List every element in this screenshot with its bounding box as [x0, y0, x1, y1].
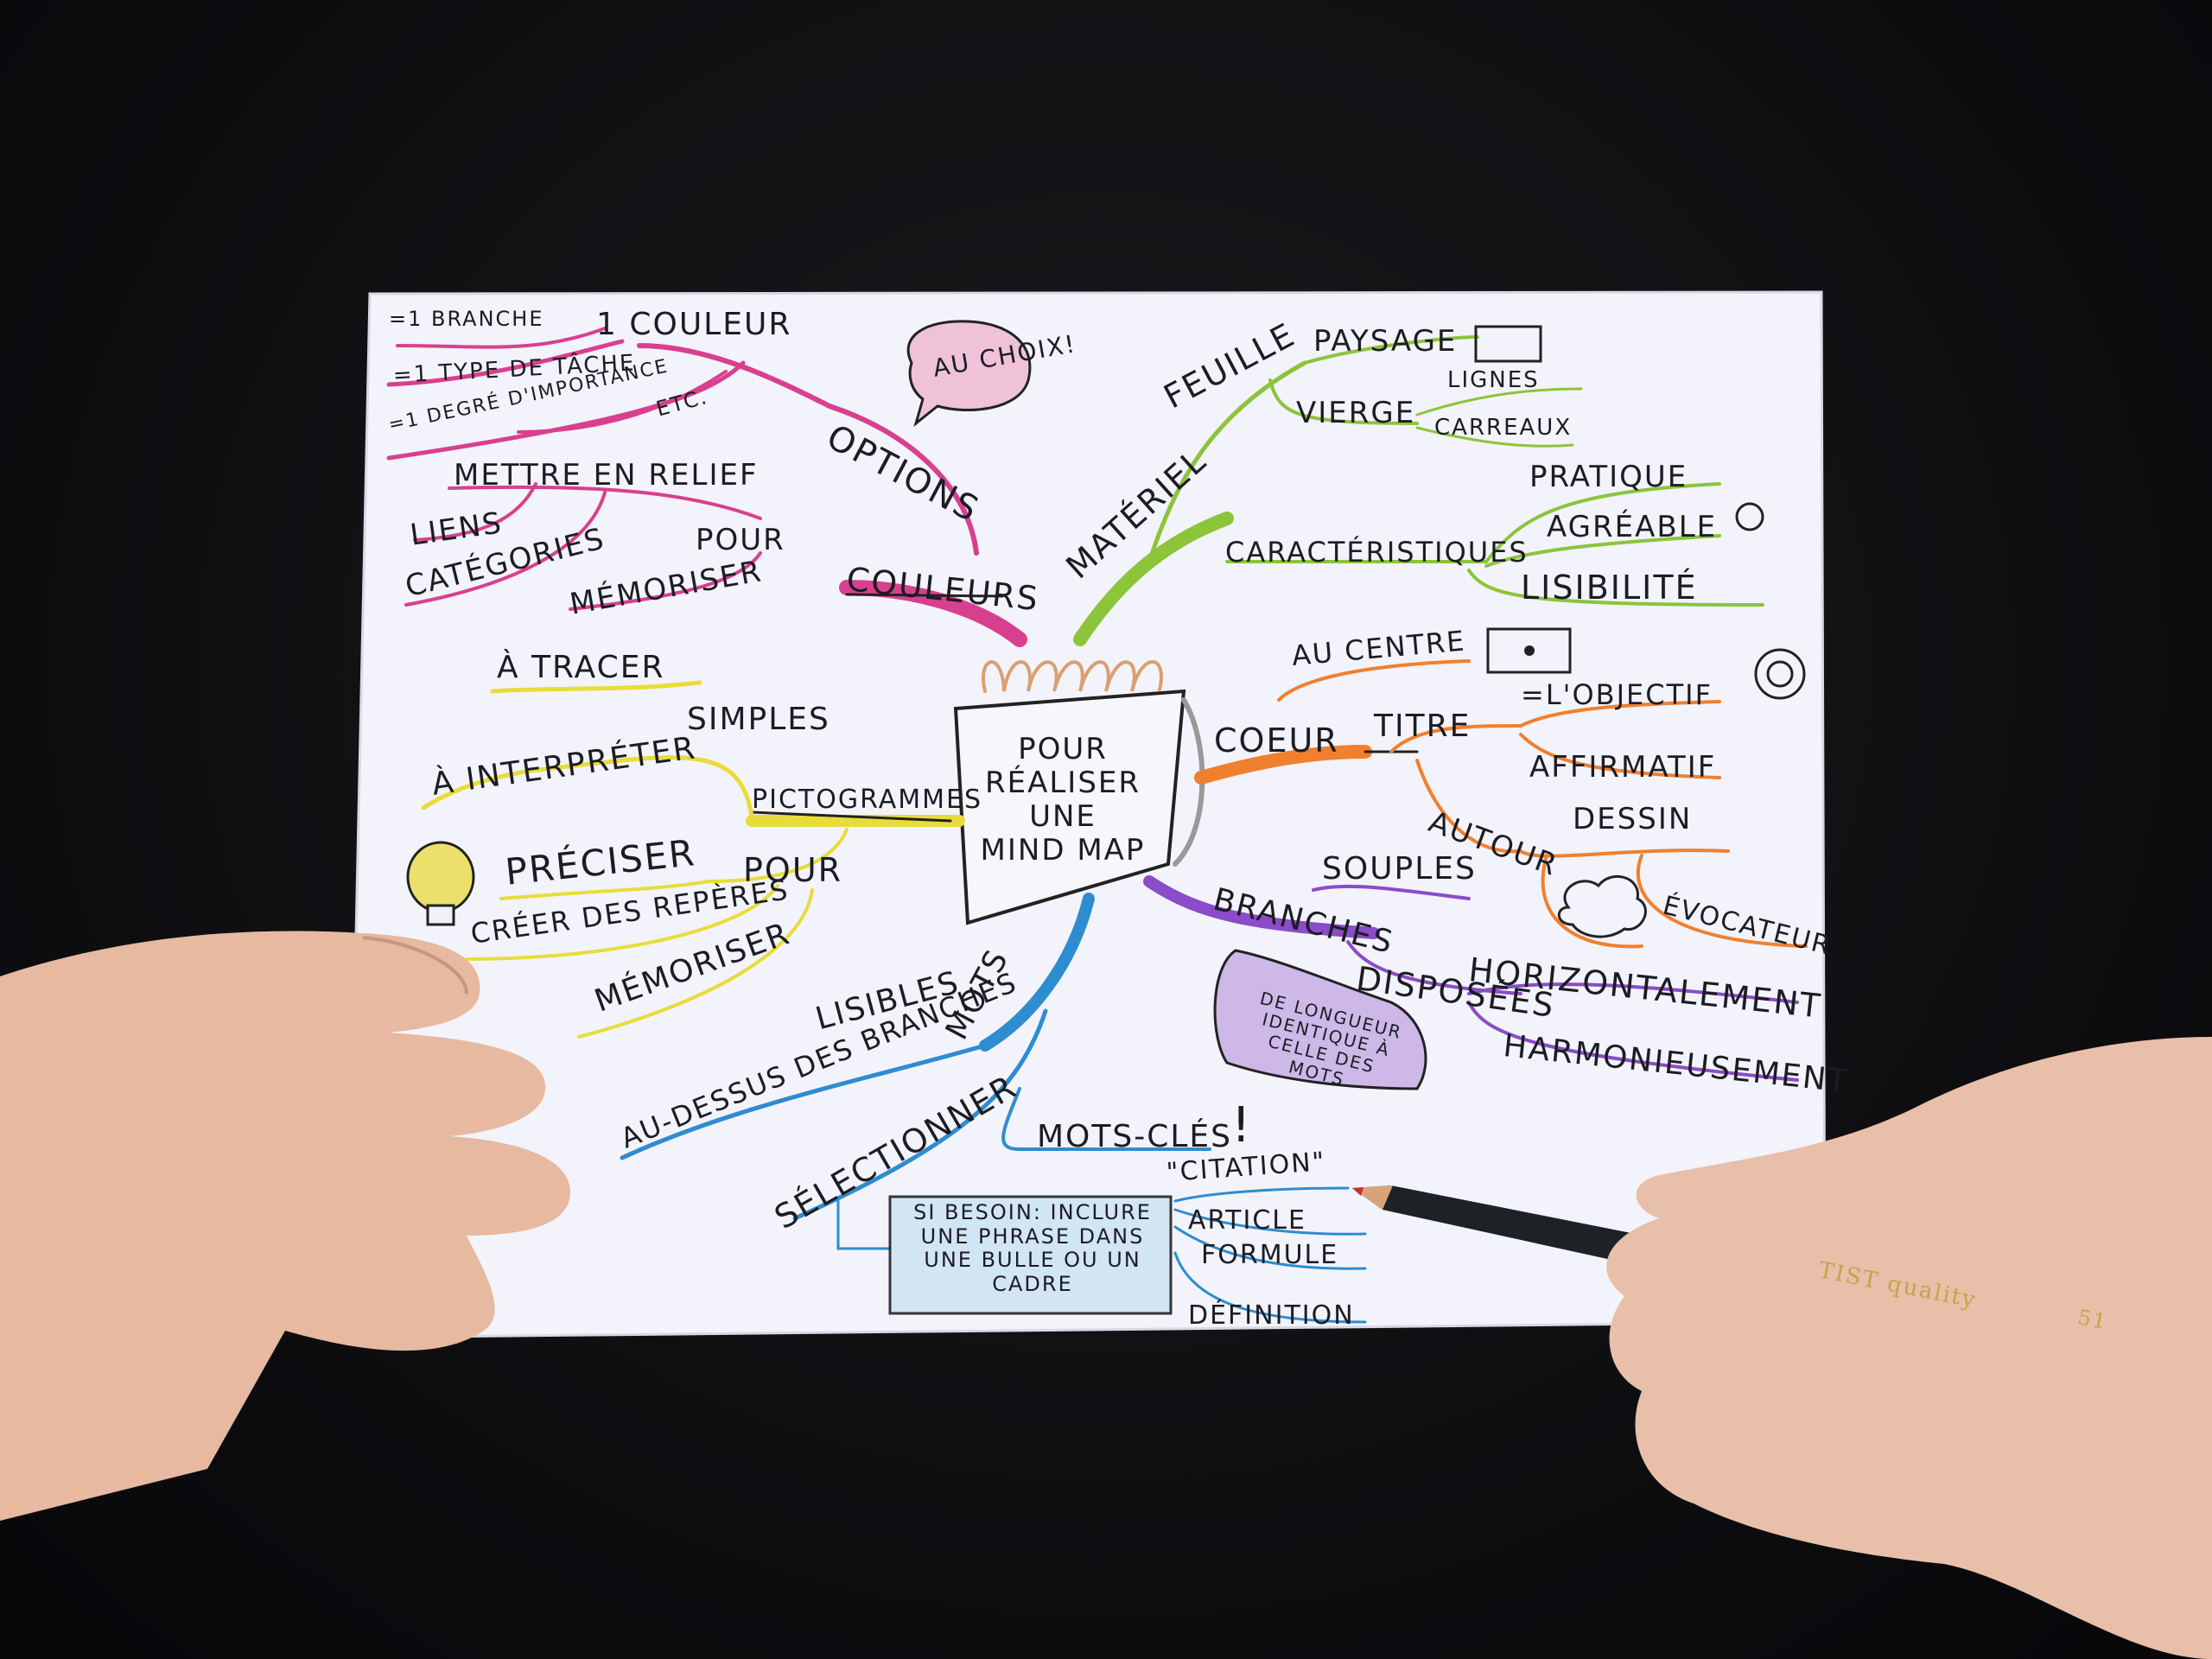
branch-materiel	[1073, 512, 1234, 646]
label-article: ARTICLE	[1188, 1205, 1306, 1236]
branch-mots	[979, 893, 1095, 1052]
label-definition: DÉFINITION	[1188, 1300, 1355, 1331]
label-pratique: PRATIQUE	[1529, 460, 1688, 494]
label-agreable: AGRÉABLE	[1547, 510, 1718, 544]
label-mots-cles: MOTS-CLÉS	[1037, 1119, 1233, 1154]
label-paysage: PAYSAGE	[1313, 324, 1458, 359]
label-1-branche: =1 BRANCHE	[389, 307, 544, 331]
label-mettre-en-relief: METTRE EN RELIEF	[454, 458, 759, 493]
center-line-3: MIND MAP	[980, 833, 1146, 868]
label-pour-couleurs: POUR	[696, 523, 785, 557]
label-formule: FORMULE	[1201, 1240, 1339, 1270]
label-pictogrammes: PICTOGRAMMES	[752, 785, 982, 815]
label-simples: SIMPLES	[687, 702, 830, 737]
label-affirmatif: AFFIRMATIF	[1529, 750, 1717, 785]
label-lisibilite: LISIBILITÉ	[1521, 569, 1698, 607]
label-1-couleur: 1 COULEUR	[596, 307, 792, 342]
label-lignes: LIGNES	[1447, 367, 1540, 393]
label-pour-picto: POUR	[743, 851, 843, 889]
branch-couleurs	[839, 580, 1027, 647]
branch-coeur	[1194, 745, 1372, 785]
branch-options	[637, 343, 979, 556]
label-vierge: VIERGE	[1296, 396, 1416, 430]
label-caracteristiques: CARACTÉRISTIQUES	[1225, 536, 1529, 569]
center-frame	[953, 660, 1205, 925]
center-title: POUR RÉALISER UNE MIND MAP	[959, 732, 1166, 868]
center-line-1: POUR RÉALISER	[984, 732, 1141, 801]
center-line-2: UNE	[1029, 799, 1096, 835]
note-box-text: SI BESOIN: INCLURE UNE PHRASE DANS UNE B…	[913, 1200, 1152, 1296]
label-dessin: DESSIN	[1573, 802, 1693, 836]
label-titre: TITRE	[1374, 709, 1471, 744]
exclamation-mark: !	[1231, 1097, 1253, 1154]
label-coeur: COEUR	[1214, 721, 1339, 760]
label-objectif: =L'OBJECTIF	[1521, 678, 1713, 711]
label-a-tracer: À TRACER	[497, 650, 665, 685]
label-souples: SOUPLES	[1322, 851, 1477, 887]
branch-branches	[1143, 875, 1380, 939]
label-carreaux: CARREAUX	[1434, 415, 1573, 441]
